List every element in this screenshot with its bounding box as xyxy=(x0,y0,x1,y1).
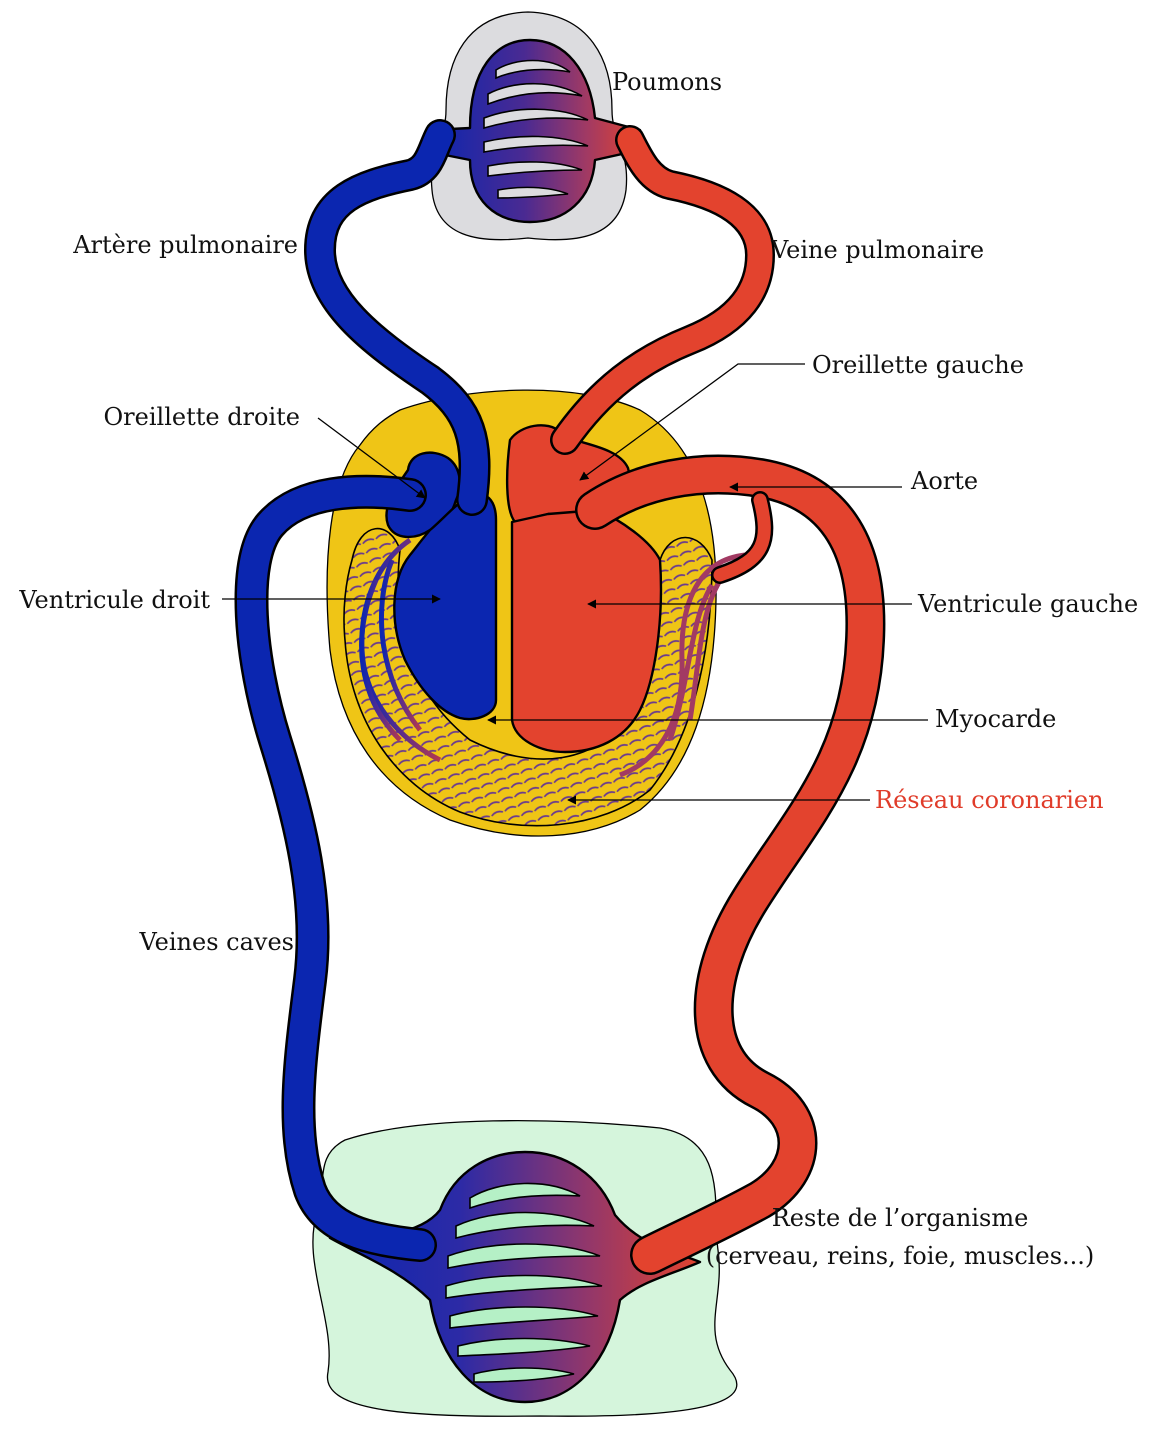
label-ventricule-gauche: Ventricule gauche xyxy=(917,590,1138,618)
label-aorte: Aorte xyxy=(910,467,978,495)
lungs xyxy=(430,12,640,240)
label-veine-pulmonaire: Veine pulmonaire xyxy=(770,236,984,264)
label-oreillette-droite: Oreillette droite xyxy=(103,403,300,431)
label-reste-organisme-line1: Reste de l’organisme xyxy=(772,1204,1029,1232)
label-veines-caves: Veines caves xyxy=(139,928,294,956)
label-reste-organisme-line2: (cerveau, reins, foie, muscles...) xyxy=(706,1242,1095,1270)
label-reseau-coronarien: Réseau coronarien xyxy=(875,786,1104,814)
label-myocarde: Myocarde xyxy=(935,705,1056,733)
label-ventricule-droit: Ventricule droit xyxy=(18,586,210,614)
label-oreillette-gauche: Oreillette gauche xyxy=(812,351,1024,379)
body-organs xyxy=(313,1121,737,1417)
label-poumons: Poumons xyxy=(612,68,722,96)
label-artere-pulmonaire: Artère pulmonaire xyxy=(72,231,298,259)
